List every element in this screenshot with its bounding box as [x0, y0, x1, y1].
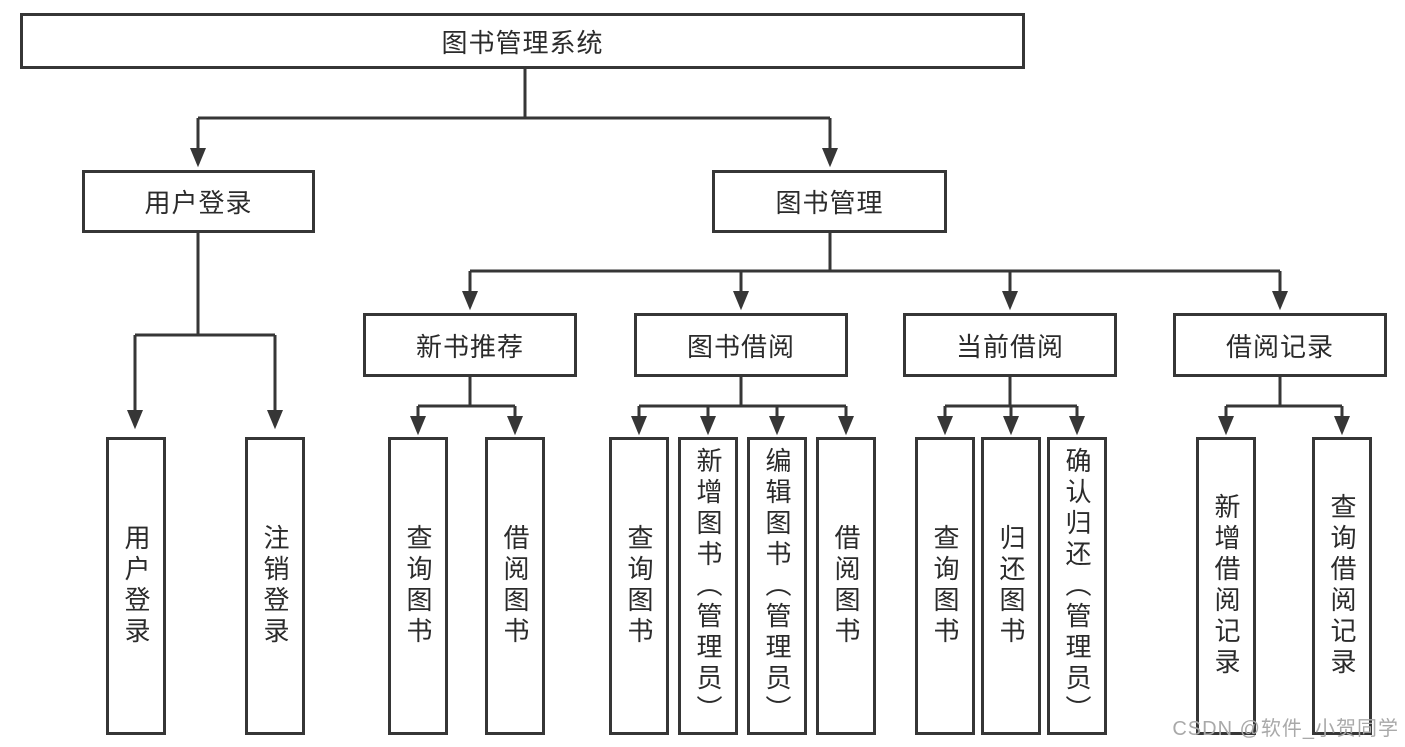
node-book-borrow: 图书借阅 [634, 313, 848, 377]
node-book-management: 图书管理 [712, 170, 947, 233]
node-borrow-records: 借阅记录 [1173, 313, 1387, 377]
leaf-borrow-books-borrow: 借阅图书 [816, 437, 876, 735]
leaf-query-books-current: 查询图书 [915, 437, 975, 735]
node-root: 图书管理系统 [20, 13, 1025, 69]
csdn-watermark: CSDN @软件_小贺同学 [1172, 718, 1399, 740]
leaf-edit-book-admin: 编辑图书（管理员） [747, 437, 807, 735]
leaf-query-books-recommend: 查询图书 [388, 437, 448, 735]
node-current-borrow: 当前借阅 [903, 313, 1117, 377]
leaf-user-login: 用户登录 [106, 437, 166, 735]
leaf-borrow-books-recommend: 借阅图书 [485, 437, 545, 735]
leaf-confirm-return-admin: 确认归还（管理员） [1047, 437, 1107, 735]
leaf-return-book: 归还图书 [981, 437, 1041, 735]
node-user-login: 用户登录 [82, 170, 315, 233]
node-new-book-recommend: 新书推荐 [363, 313, 577, 377]
leaf-add-borrow-record: 新增借阅记录 [1196, 437, 1256, 735]
leaf-query-books-borrow: 查询图书 [609, 437, 669, 735]
leaf-query-borrow-record: 查询借阅记录 [1312, 437, 1372, 735]
leaf-logout: 注销登录 [245, 437, 305, 735]
leaf-add-book-admin: 新增图书（管理员） [678, 437, 738, 735]
